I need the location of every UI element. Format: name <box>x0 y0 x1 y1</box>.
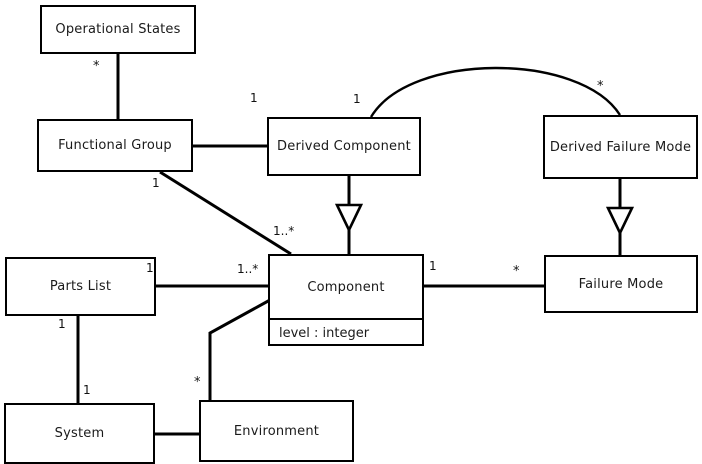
multiplicity-label-m-component-parts-list: 1..* <box>237 262 259 276</box>
class-box-parts-list[interactable]: Parts List <box>5 257 156 316</box>
multiplicity-label-m-functional-group-derived-component: 1 <box>250 91 258 105</box>
multiplicity-label-m-failure-mode-component: * <box>513 264 520 279</box>
multiplicity-label-m-system-top: 1 <box>83 383 91 397</box>
class-box-derived-failure-mode[interactable]: Derived Failure Mode <box>543 115 698 179</box>
class-box-failure-mode[interactable]: Failure Mode <box>544 255 698 313</box>
multiplicity-label-m-derived-failure-mode-arc: * <box>597 79 604 94</box>
class-name-environment: Environment <box>233 423 320 439</box>
class-name-operational-states: Operational States <box>55 22 181 37</box>
class-name-derived-failure-mode: Derived Failure Mode <box>549 139 692 155</box>
class-box-system[interactable]: System <box>4 403 155 464</box>
class-name-derived-component: Derived Component <box>277 139 411 154</box>
class-box-operational-states[interactable]: Operational States <box>40 5 196 54</box>
class-name-system: System <box>54 426 105 441</box>
multiplicity-label-m-parts-list-bottom: 1 <box>58 317 66 331</box>
class-box-functional-group[interactable]: Functional Group <box>37 119 193 172</box>
multiplicity-label-m-environment-component: * <box>194 375 201 390</box>
generalization-edges <box>334 176 635 255</box>
class-name-parts-list: Parts List <box>49 279 112 294</box>
association-derived-component-derived-failure-mode <box>369 66 622 118</box>
class-name-failure-mode: Failure Mode <box>578 276 664 292</box>
multiplicity-label-m-derived-component-arc: 1 <box>353 92 361 106</box>
multiplicity-label-m-component-failure-mode: 1 <box>429 259 437 273</box>
multiplicity-label-m-operational-states: * <box>93 59 100 74</box>
association-functional-group-component <box>159 170 292 256</box>
class-box-derived-component[interactable]: Derived Component <box>267 117 421 176</box>
association-edges <box>76 54 622 436</box>
class-box-environment[interactable]: Environment <box>199 400 354 462</box>
generalization-triangle-icon-derived-component-to-component <box>334 203 364 234</box>
multiplicity-label-m-parts-list-right: 1 <box>146 261 154 275</box>
class-box-component[interactable]: Component level : integer <box>268 254 424 346</box>
generalization-triangle-icon-derived-failure-mode-to-failure-mode <box>605 206 635 237</box>
multiplicity-label-m-component-diagonal: 1..* <box>273 224 295 238</box>
class-name-functional-group: Functional Group <box>58 138 172 153</box>
class-attribute-component-0: level : integer <box>279 325 370 341</box>
class-name-component: Component <box>270 256 422 320</box>
association-environment-component <box>208 298 271 400</box>
multiplicity-label-m-functional-group-diagonal: 1 <box>152 176 160 190</box>
